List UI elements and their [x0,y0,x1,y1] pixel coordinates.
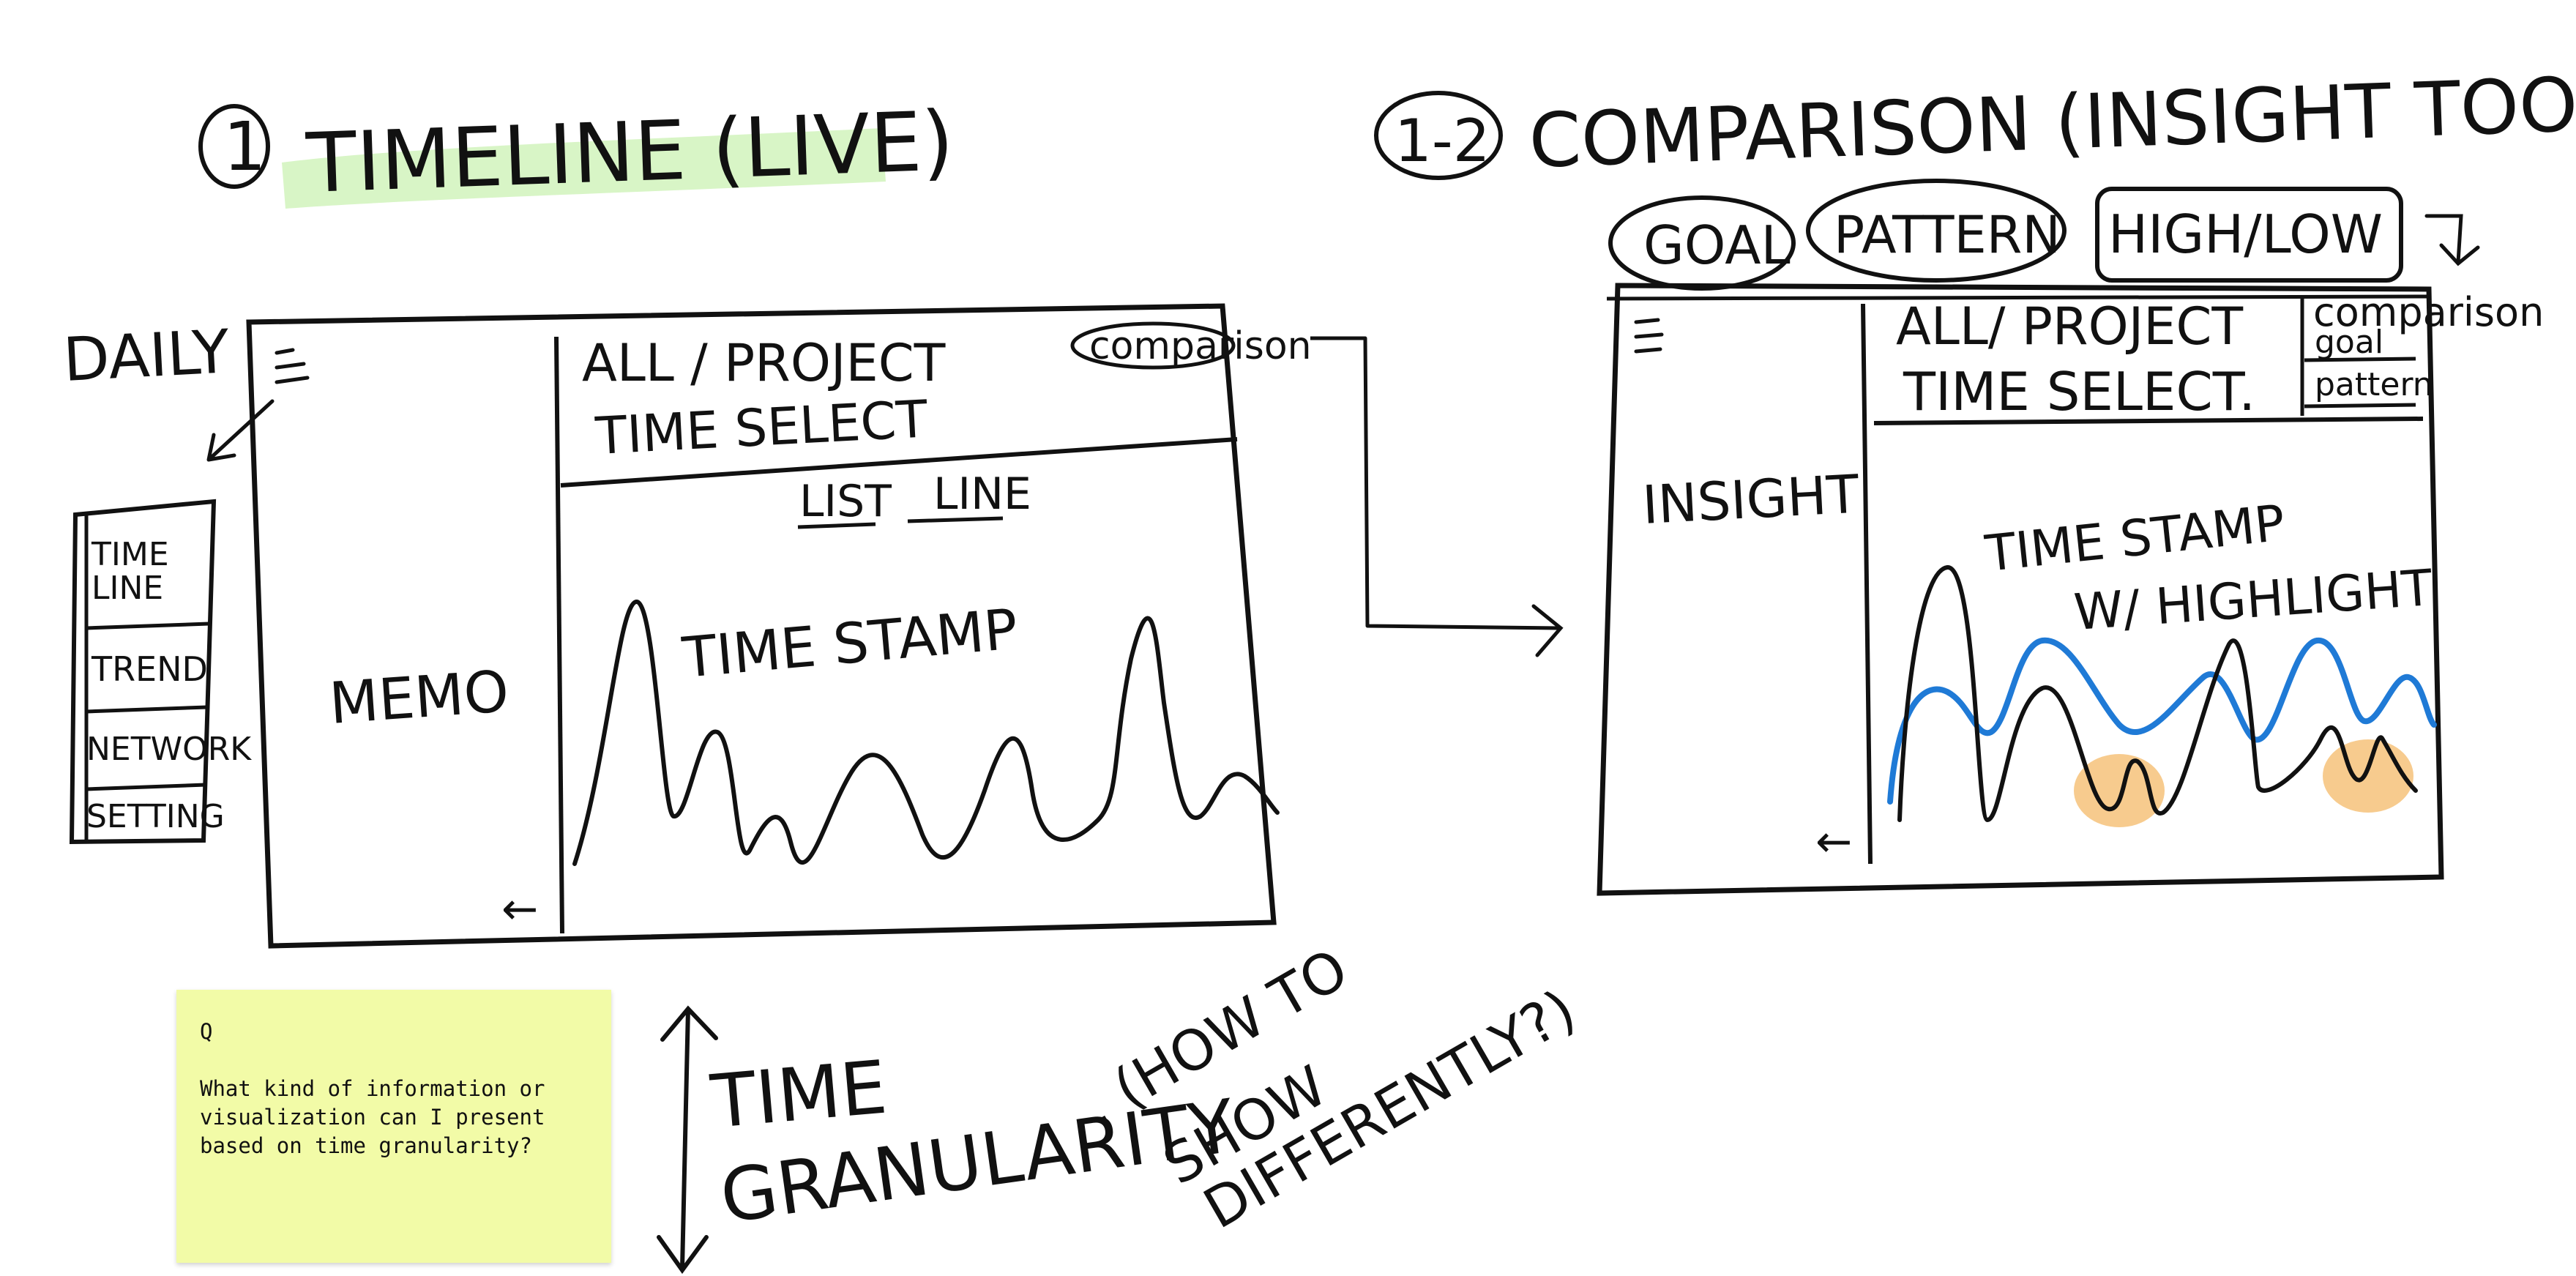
chart-label-highlight: W/ HIGHLIGHT [2072,559,2435,642]
tool-goal[interactable]: GOAL [1643,214,1791,276]
menu-item-timeline-1[interactable]: TIME [91,536,169,573]
title-highlight [282,128,886,209]
timeline-window-frame [246,303,1277,949]
sticky-note-q: Q [200,1019,213,1044]
sticky-note-body: What kind of information or visualizatio… [200,1076,545,1158]
hamburger-menu-icon-2[interactable] [1634,318,1664,354]
highlight-low-1 [2074,754,2165,827]
granularity-double-arrow [657,1005,718,1275]
section-number-circle-2 [1374,91,1503,180]
highlight-low-2 [2323,739,2413,813]
comparison-button[interactable]: comparison [1089,324,1312,368]
memo-label: MEMO [327,659,511,737]
header-time-select-2[interactable]: TIME SELECT. [1903,361,2255,422]
comparison-button-outline[interactable] [1070,321,1236,370]
menu-item-network[interactable]: NETWORK [86,731,252,768]
chart-label-timestamp-2: TIME STAMP [1982,494,2288,583]
chart-label-timestamp: TIME STAMP [679,596,1020,690]
sidebar-divider [554,336,564,934]
back-arrow-icon-2[interactable]: ← [1815,816,1852,868]
comparison-window-frame [1597,283,2444,896]
section-number: 1 [223,108,266,186]
header-project-2[interactable]: ALL/ PROJECT [1896,296,2243,357]
left-sketch: 1 TIMELINE (LIVE) DAILY TIME LINE TREND … [61,94,1312,949]
comparison-line-black [1897,565,2418,822]
section-number-2: 1-2 [1395,107,1490,175]
granularity-note: TIME GRANULARITY . (HOW TO SHOW DIFFEREN… [657,936,1586,1275]
daily-arrow [206,399,275,462]
granularity-line1: TIME [707,1044,890,1145]
daily-label: DAILY [61,317,231,395]
section-number-circle [198,104,270,189]
panel-title-comparison: comparison [2313,289,2544,335]
tool-high-low-outline[interactable] [2095,187,2403,283]
panel-item-goal[interactable]: goal [2315,324,2383,361]
tool-pattern-outline[interactable] [1806,179,2067,283]
header-project[interactable]: ALL / PROJECT [582,333,946,393]
comparison-connector-arrow [1310,336,1560,630]
page-title-comparison: COMPARISON (INSIGHT TOOLS) [1528,57,2576,185]
hamburger-menu-icon[interactable] [275,348,310,384]
menu-item-trend[interactable]: TREND [91,649,208,689]
tab-list[interactable]: LIST [799,476,892,527]
menu-item-setting[interactable]: SETTING [86,798,225,835]
back-arrow-icon[interactable]: ← [501,884,538,935]
menu-item-timeline-2[interactable]: LINE [92,570,163,607]
right-sketch: 1-2 COMPARISON (INSIGHT TOOLS) GOAL PATT… [1374,57,2576,896]
insight-label: INSIGHT [1640,463,1861,536]
timeline-line-chart [572,600,1280,866]
tab-line[interactable]: LINE [933,469,1031,520]
panel-item-pattern[interactable]: pattern [2315,366,2433,403]
tool-pattern[interactable]: PATTERN [1834,205,2061,265]
high-low-down-arrow [2424,214,2480,266]
sidebar-divider-2 [1861,303,1873,865]
page-title-timeline: TIMELINE (LIVE) [304,94,955,212]
header-time-select[interactable]: TIME SELECT [594,389,930,466]
sticky-note: Q What kind of information or visualizat… [176,990,611,1263]
header-divider [560,437,1238,488]
side-menu: TIME LINE TREND NETWORK SETTING [69,499,252,845]
tool-high-low[interactable]: HIGH/LOW [2108,204,2383,265]
